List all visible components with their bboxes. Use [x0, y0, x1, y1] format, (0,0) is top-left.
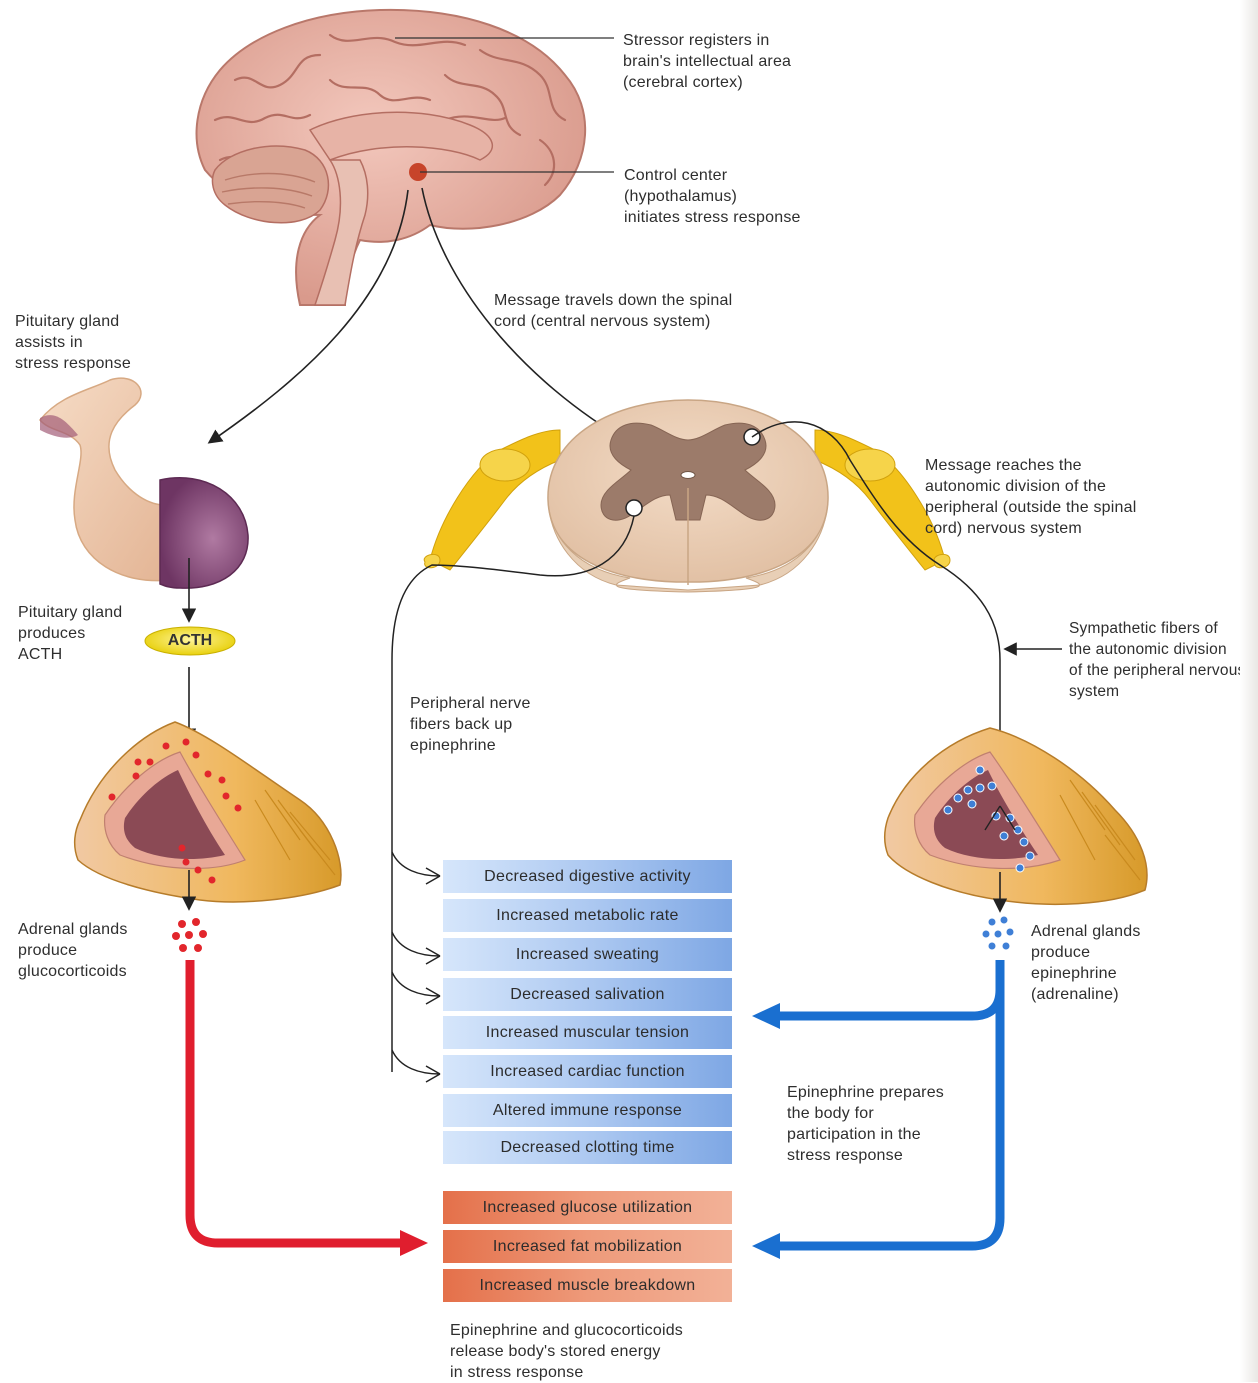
hypothalamus-label: Control center (hypothalamus) initiates … — [624, 165, 801, 228]
pituitary-gland-illustration — [40, 378, 248, 588]
effect-box-blue: Decreased clotting time — [443, 1131, 732, 1164]
glucocorticoid-molecules — [172, 918, 207, 952]
effect-box-blue: Altered immune response — [443, 1094, 732, 1127]
adrenal-epinephrine-label: Adrenal glands produce epinephrine (adre… — [1031, 921, 1141, 1005]
glucocorticoid-arrowhead — [400, 1230, 428, 1256]
effect-box-orange: Increased fat mobilization — [443, 1230, 732, 1263]
page-edge-shadow — [1240, 0, 1258, 1382]
peripheral-backup-label: Peripheral nerve fibers back up epinephr… — [410, 693, 531, 756]
cortex-label: Stressor registers in brain's intellectu… — [623, 30, 791, 93]
effect-box-blue: Decreased digestive activity — [443, 860, 732, 893]
pituitary-produces-label: Pituitary gland produces ACTH — [18, 602, 122, 665]
pituitary-assists-label: Pituitary gland assists in stress respon… — [15, 311, 131, 374]
spinal-message-label: Message travels down the spinal cord (ce… — [494, 290, 732, 332]
adrenal-glucocorticoids-label: Adrenal glands produce glucocorticoids — [18, 919, 128, 982]
autonomic-label: Message reaches the autonomic division o… — [925, 455, 1136, 539]
effect-box-blue: Increased muscular tension — [443, 1016, 732, 1049]
epinephrine-branch-arrowhead — [752, 1003, 780, 1029]
nerve-branches — [392, 852, 440, 1082]
epinephrine-main-arrowhead — [752, 1233, 780, 1259]
effect-box-blue: Increased sweating — [443, 938, 732, 971]
acth-label: ACTH — [147, 629, 233, 653]
effect-box-blue: Decreased salivation — [443, 978, 732, 1011]
effect-box-blue: Increased metabolic rate — [443, 899, 732, 932]
sympathetic-label: Sympathetic fibers of the autonomic divi… — [1069, 618, 1245, 702]
energy-release-label: Epinephrine and glucocorticoids release … — [450, 1320, 683, 1383]
adrenal-gland-right-illustration — [885, 728, 1147, 904]
epinephrine-molecules — [982, 916, 1014, 950]
glucocorticoid-arrow — [190, 960, 402, 1243]
spinal-cord-illustration — [424, 400, 950, 592]
adrenal-gland-left-illustration — [75, 722, 341, 902]
effect-box-orange: Increased glucose utilization — [443, 1191, 732, 1224]
epinephrine-prepares-label: Epinephrine prepares the body for partic… — [787, 1082, 944, 1166]
brain-illustration — [197, 10, 586, 305]
epinephrine-branch-arrow — [778, 990, 1000, 1016]
effect-box-orange: Increased muscle breakdown — [443, 1269, 732, 1302]
effect-box-blue: Increased cardiac function — [443, 1055, 732, 1088]
